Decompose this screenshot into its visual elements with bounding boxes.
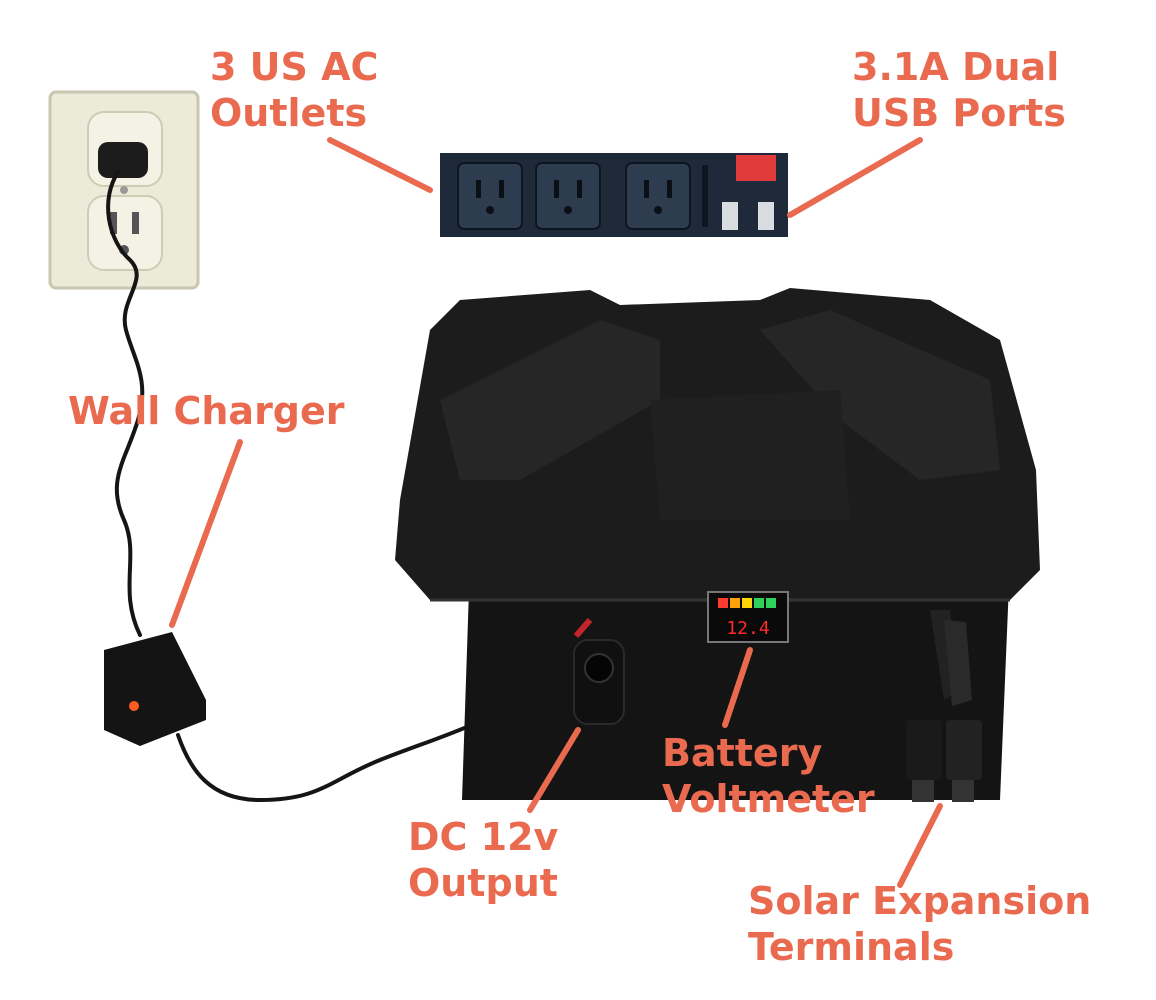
label-ac-outlets-line2: Outlets xyxy=(210,91,368,135)
label-solar-terminals-line2: Terminals xyxy=(748,925,955,969)
label-battery-voltmeter-line1: Battery xyxy=(662,731,823,775)
wall-charger-adapter xyxy=(104,632,206,746)
label-solar-terminals-line1: Solar Expansion xyxy=(748,879,1092,923)
label-wall-charger: Wall Charger xyxy=(68,388,345,434)
leader-ac-outlets xyxy=(327,137,433,193)
voltmeter-display: 12.4 xyxy=(707,591,789,643)
leader-solar-terminals xyxy=(897,803,943,888)
label-usb-ports-line1: 3.1A Dual xyxy=(852,45,1060,89)
dc-socket xyxy=(573,618,625,725)
voltmeter-reading: 12.4 xyxy=(726,618,769,639)
battery-box xyxy=(395,288,1040,800)
label-solar-terminals: Solar Expansion Terminals xyxy=(748,878,1091,970)
label-dc-output: DC 12v Output xyxy=(408,814,558,906)
label-dc-output-line2: Output xyxy=(408,861,558,905)
solar-connectors xyxy=(906,610,982,802)
label-wall-charger-line1: Wall Charger xyxy=(68,389,345,433)
leader-wall-charger xyxy=(169,439,243,628)
outlet-panel xyxy=(440,153,788,237)
label-battery-voltmeter-line2: Voltmeter xyxy=(662,777,875,821)
label-ac-outlets: 3 US AC Outlets xyxy=(210,44,378,136)
leader-dc-output xyxy=(527,727,581,813)
wall-outlet xyxy=(48,90,200,290)
label-usb-ports: 3.1A Dual USB Ports xyxy=(852,44,1066,136)
leader-battery-voltmeter xyxy=(722,647,753,728)
label-usb-ports-line2: USB Ports xyxy=(852,91,1066,135)
label-battery-voltmeter: Battery Voltmeter xyxy=(662,730,875,822)
leader-usb-ports xyxy=(787,137,923,218)
label-ac-outlets-line1: 3 US AC xyxy=(210,45,379,89)
label-dc-output-line1: DC 12v xyxy=(408,815,559,859)
leader-lines xyxy=(169,137,943,888)
